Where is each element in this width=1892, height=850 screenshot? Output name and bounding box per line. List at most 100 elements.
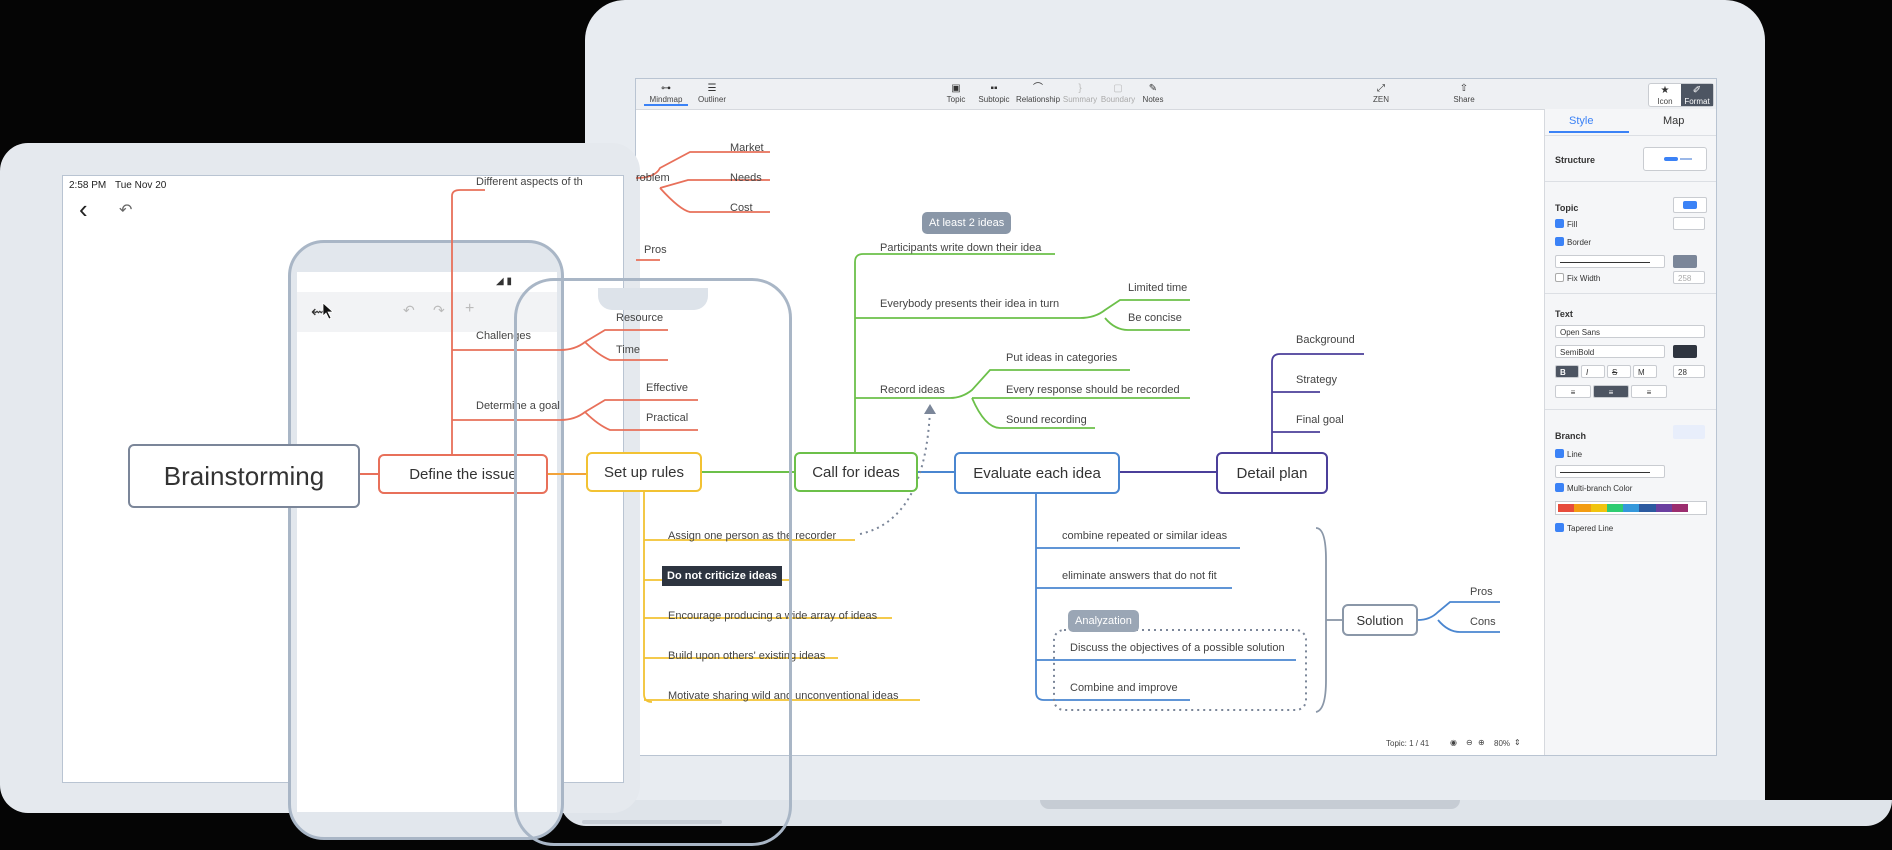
determine-goal-label[interactable]: Determine a goal xyxy=(476,400,560,412)
limited-time-label[interactable]: Limited time xyxy=(1128,282,1188,294)
evaluate-idea-topic[interactable]: Evaluate each idea xyxy=(954,452,1120,494)
encourage-label[interactable]: Encourage producing a wide array of idea… xyxy=(668,610,878,622)
challenges-label[interactable]: Challenges xyxy=(476,330,532,342)
effective-label[interactable]: Effective xyxy=(646,382,688,394)
eliminate-label[interactable]: eliminate answers that do not fit xyxy=(1062,570,1217,582)
structure-picker[interactable] xyxy=(1643,147,1707,171)
categories-label[interactable]: Put ideas in categories xyxy=(1006,352,1118,364)
relationship-button[interactable]: ⌒Relationship xyxy=(1012,82,1064,104)
topic-shape-picker[interactable] xyxy=(1673,197,1707,213)
time-label[interactable]: Time xyxy=(616,344,641,356)
zoom-out-button[interactable]: ⊖ xyxy=(1466,738,1473,747)
structure-label: Structure xyxy=(1555,155,1596,165)
border-style-select[interactable] xyxy=(1555,255,1665,268)
topic-button[interactable]: ▣Topic xyxy=(936,82,976,104)
undo-icon[interactable]: ↶ xyxy=(403,302,415,318)
eye-icon[interactable]: ◉ xyxy=(1450,738,1457,747)
summary-button[interactable]: }Summary xyxy=(1060,82,1100,104)
everybody-label[interactable]: Everybody presents their idea in turn xyxy=(880,298,1060,310)
undo-icon[interactable]: ↶ xyxy=(119,202,133,219)
practical-label[interactable]: Practical xyxy=(646,412,689,424)
pros-top-label[interactable]: Pros xyxy=(644,244,667,256)
at-least-callout[interactable]: At least 2 ideas xyxy=(922,212,1012,234)
fill-color-picker[interactable] xyxy=(1673,217,1705,230)
analyzation-label[interactable]: Analyzation xyxy=(1068,610,1139,632)
subtopic-button[interactable]: ▪▪Subtopic xyxy=(974,82,1014,104)
do-not-criticize-label[interactable]: Do not criticize ideas xyxy=(662,566,783,586)
notes-button[interactable]: ✎Notes xyxy=(1136,82,1170,104)
resource-label[interactable]: Resource xyxy=(616,312,664,324)
assign-recorder-label[interactable]: Assign one person as the recorder xyxy=(668,530,837,542)
back-arrow-icon[interactable]: ⇜ xyxy=(311,304,325,321)
final-goal-label[interactable]: Final goal xyxy=(1296,414,1344,426)
every-response-label[interactable]: Every response should be recorded xyxy=(1006,384,1180,396)
italic-button[interactable]: I xyxy=(1581,365,1605,378)
tab-map[interactable]: Map xyxy=(1663,115,1685,127)
line-style-select[interactable] xyxy=(1555,465,1665,478)
add-icon[interactable]: + xyxy=(465,300,475,317)
text-case-select[interactable]: M xyxy=(1633,365,1657,378)
zen-button[interactable]: ⤢ZEN xyxy=(1364,82,1398,104)
cons-label[interactable]: Cons xyxy=(1470,616,1496,628)
tab-style[interactable]: Style xyxy=(1569,115,1594,127)
text-color-swatch[interactable] xyxy=(1673,345,1697,358)
different-aspects-label[interactable]: Different aspects of th xyxy=(476,176,583,188)
outliner-view-button[interactable]: ☰Outliner xyxy=(690,82,734,104)
fix-width-input[interactable]: 258 xyxy=(1673,271,1705,284)
participants-label[interactable]: Participants write down their idea xyxy=(880,242,1042,254)
sound-recording-label[interactable]: Sound recording xyxy=(1006,414,1087,426)
back-icon[interactable]: ‹ xyxy=(79,194,88,224)
solution-topic[interactable]: Solution xyxy=(1342,604,1418,636)
record-ideas-label[interactable]: Record ideas xyxy=(880,384,945,396)
border-color-swatch[interactable] xyxy=(1673,255,1697,268)
needs-label[interactable]: Needs xyxy=(730,172,762,184)
font-weight-select[interactable]: SemiBold xyxy=(1555,345,1665,358)
fill-checkbox[interactable]: Fill xyxy=(1555,219,1577,229)
zoom-in-button[interactable]: ⊕ xyxy=(1478,738,1485,747)
align-right-button[interactable]: ≡ xyxy=(1631,385,1667,398)
pros-label[interactable]: Pros xyxy=(1470,586,1493,598)
market-label[interactable]: Market xyxy=(730,142,764,154)
android-toolbar: ⇜ ↶ ↷ + xyxy=(297,292,557,332)
mindmap-view-button[interactable]: ⊶Mindmap xyxy=(644,82,688,106)
branch-color-palette[interactable] xyxy=(1555,501,1707,515)
zoom-level[interactable]: 80% xyxy=(1494,739,1511,748)
tapered-line-checkbox[interactable]: Tapered Line xyxy=(1555,523,1613,533)
detail-plan-topic[interactable]: Detail plan xyxy=(1216,452,1328,494)
combine-repeated-label[interactable]: combine repeated or similar ideas xyxy=(1062,530,1228,542)
boundary-button[interactable]: ▢Boundary xyxy=(1096,82,1140,104)
multi-branch-color-checkbox[interactable]: Multi-branch Color xyxy=(1555,483,1632,493)
bold-button[interactable]: B xyxy=(1555,365,1579,378)
combine-improve-label[interactable]: Combine and improve xyxy=(1070,682,1178,694)
build-upon-label[interactable]: Build upon others' existing ideas xyxy=(668,650,826,662)
align-center-button[interactable]: ≡ xyxy=(1593,385,1629,398)
discuss-objectives-label[interactable]: Discuss the objectives of a possible sol… xyxy=(1070,642,1285,654)
problem-label[interactable]: roblem xyxy=(636,172,670,184)
call-for-ideas-topic[interactable]: Call for ideas xyxy=(794,452,918,492)
format-button[interactable]: ✐Format xyxy=(1681,84,1713,106)
border-checkbox[interactable]: Border xyxy=(1555,237,1591,247)
font-size-select[interactable]: 28 xyxy=(1673,365,1705,378)
purple-branch-lines xyxy=(1271,353,1364,452)
background-label[interactable]: Background xyxy=(1296,334,1355,346)
define-issue-topic[interactable]: Define the issue xyxy=(378,454,548,494)
zoom-stepper-icon[interactable]: ⇕ xyxy=(1514,738,1521,747)
font-family-select[interactable]: Open Sans xyxy=(1555,325,1705,338)
align-left-button[interactable]: ≡ xyxy=(1555,385,1591,398)
strike-button[interactable]: S xyxy=(1607,365,1631,378)
root-topic[interactable]: Brainstorming xyxy=(128,444,360,508)
cost-label[interactable]: Cost xyxy=(730,202,753,214)
share-button[interactable]: ⇧Share xyxy=(1444,82,1484,104)
line-checkbox[interactable]: Line xyxy=(1555,449,1582,459)
fix-width-checkbox[interactable]: Fix Width xyxy=(1555,273,1600,283)
strategy-label[interactable]: Strategy xyxy=(1296,374,1337,386)
branch-style-picker[interactable] xyxy=(1673,425,1705,439)
be-concise-label[interactable]: Be concise xyxy=(1128,312,1182,324)
text-section-label: Text xyxy=(1555,309,1573,319)
set-up-rules-topic[interactable]: Set up rules xyxy=(586,452,702,492)
icon-button[interactable]: ★Icon xyxy=(1649,84,1681,106)
redo-icon[interactable]: ↷ xyxy=(433,302,445,318)
divider xyxy=(1545,135,1716,136)
align-center-icon: ≡ xyxy=(1608,388,1614,397)
motivate-label[interactable]: Motivate sharing wild and unconventional… xyxy=(668,690,899,702)
